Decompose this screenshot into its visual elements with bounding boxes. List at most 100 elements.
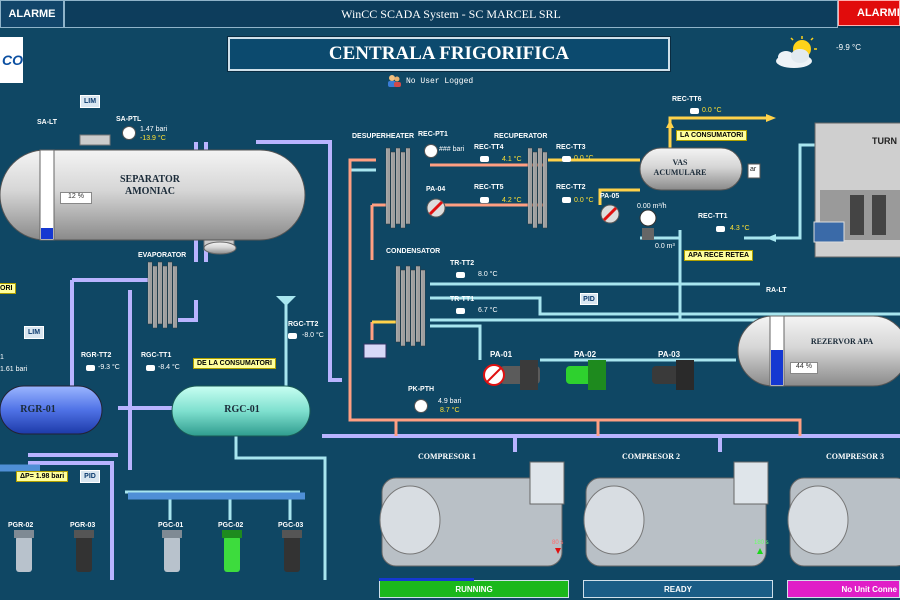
rgr-limit-button[interactable]: LIM — [24, 326, 44, 339]
temp-sensor-icon — [716, 226, 725, 232]
temp-sensor-icon — [288, 333, 297, 339]
separator-temperature: -13.9 °C — [140, 135, 166, 142]
temp-sensor-icon — [480, 197, 489, 203]
tr-tt2-label: TR-TT2 — [450, 260, 475, 267]
alarm-button-right[interactable]: ALARME — [838, 0, 900, 26]
rec-tt5-label: REC-TT5 — [474, 184, 504, 191]
temp-sensor-icon — [690, 108, 699, 114]
rgr-title: RGR-01 — [20, 404, 56, 415]
rgc-tt2-value: -8.0 °C — [302, 332, 324, 339]
compressor-1-value: 80 s — [552, 540, 564, 546]
pump-pgc01-label: PGC-01 — [158, 522, 184, 529]
rec-pt1-value: ### bari — [439, 146, 465, 153]
pump-pgr02-label: PGR-02 — [8, 522, 34, 529]
outdoor-temperature: -9.9 °C — [836, 43, 861, 52]
tower-label: TURN — [872, 136, 897, 146]
flow-rate-value: 0.00 m³/h — [637, 203, 667, 210]
desuperheater-label: DESUPERHEATER — [352, 133, 415, 140]
rgr-delta-pressure: ΔP= 1.98 bari — [16, 471, 69, 482]
compressor-1-status[interactable]: RUNNING — [379, 580, 569, 598]
vas-side-label: ar — [750, 166, 757, 173]
tr-tt2-value: 8.0 °C — [478, 271, 498, 278]
separator-level-label: SA-LT — [37, 119, 58, 126]
separator-limit-button[interactable]: LIM — [80, 95, 100, 108]
pk-pth-pressure: 4.9 bari — [438, 398, 462, 405]
temp-sensor-icon — [456, 308, 465, 314]
compressor-2-status[interactable]: READY — [583, 580, 773, 598]
compressor-1-progress — [379, 578, 474, 581]
pump-pgc03-label: PGC-03 — [278, 522, 304, 529]
rec-tt1-label: REC-TT1 — [698, 213, 728, 220]
rgc-title: RGC-01 — [224, 404, 260, 415]
pressure-gauge-icon — [122, 126, 136, 140]
user-status-text: No User Logged — [406, 76, 474, 86]
temp-sensor-icon — [480, 156, 489, 162]
rgc-tt1-label: RGC-TT1 — [141, 352, 172, 359]
left-consumers-tag: ORI — [0, 283, 17, 294]
pump-pa01-label: PA-01 — [490, 350, 513, 359]
to-consumers-tag: LA CONSUMATORI — [676, 130, 748, 141]
rgr-pid-button[interactable]: PID — [80, 470, 100, 483]
system-title: WinCC SCADA System - SC MARCEL SRL — [64, 0, 838, 28]
compressor-3-label: COMPRESOR 3 — [826, 452, 884, 461]
compressor-1-label: COMPRESOR 1 — [418, 452, 476, 461]
pk-pth-gauge-icon — [414, 399, 428, 413]
rec-tt2-label: REC-TT2 — [556, 184, 586, 191]
page-title: CENTRALA FRIGORIFICA — [227, 36, 671, 72]
temp-sensor-icon — [456, 272, 465, 278]
rec-tt4-label: REC-TT4 — [474, 144, 504, 151]
rgr-tt2-value: -9.3 °C — [98, 364, 120, 371]
rgc-tt2-label: RGC-TT2 — [288, 321, 319, 328]
rec-pt1-gauge-icon — [424, 144, 438, 158]
tr-tt1-label: TR-TT1 — [450, 296, 475, 303]
tr-tt1-value: 6.7 °C — [478, 307, 498, 314]
user-icon — [388, 75, 401, 87]
condenser-pid-button[interactable]: PID — [580, 293, 598, 305]
evaporator-label: EVAPORATOR — [138, 252, 187, 259]
water-tank-level-value: 44 % — [790, 362, 818, 374]
pk-pth-temperature: 8.7 °C — [440, 407, 460, 414]
rgr-side-label: 1 — [0, 354, 4, 361]
compressor-2-value: 180 s — [754, 540, 769, 546]
pump-pa02-label: PA-02 — [574, 350, 597, 359]
rgc-tt1-value: -8.4 °C — [158, 364, 180, 371]
rec-tt3-value: 0.0 °C — [574, 155, 594, 162]
rec-tt4-value: 4.1 °C — [502, 156, 522, 163]
weather-icon — [776, 36, 817, 68]
separator-level-value: 12 % — [60, 192, 92, 204]
condenser-label: CONDENSATOR — [386, 248, 441, 255]
pa04-label: PA-04 — [426, 186, 446, 193]
temp-sensor-icon — [562, 156, 571, 162]
rec-tt3-label: REC-TT3 — [556, 144, 586, 151]
rgr-tt2-label: RGR-TT2 — [81, 352, 112, 359]
rec-tt6-label: REC-TT6 — [672, 96, 702, 103]
pk-pth-label: PK-PTH — [408, 386, 435, 393]
compressor-2-label: COMPRESOR 2 — [622, 452, 680, 461]
company-logo: CO — [0, 37, 23, 83]
pump-pgr03-label: PGR-03 — [70, 522, 96, 529]
temp-sensor-icon — [86, 365, 95, 371]
compressor-3-status[interactable]: No Unit Conne — [787, 580, 900, 598]
pa05-label: PA-05 — [600, 193, 620, 200]
separator-ptl-label: SA-PTL — [116, 116, 142, 123]
flow-total-value: 0.0 m³ — [655, 243, 675, 250]
pump-pgc02-label: PGC-02 — [218, 522, 244, 529]
rec-tt1-value: 4.3 °C — [730, 225, 750, 232]
rec-tt6-value: 0.0 °C — [702, 107, 722, 114]
alarm-button-left[interactable]: ALARME — [0, 0, 64, 28]
cold-water-tag: APA RECE RETEA — [684, 250, 754, 261]
rec-pt1-label: REC-PT1 — [418, 131, 448, 138]
rgc-from-consumers-tag: DE LA CONSUMATORI — [193, 358, 276, 369]
rgr-pressure: 1.61 bari — [0, 366, 28, 373]
temp-sensor-icon — [146, 365, 155, 371]
rec-tt5-value: 4.2 °C — [502, 197, 522, 204]
separator-pressure: 1.47 bari — [140, 126, 168, 133]
recuperator-label: RECUPERATOR — [494, 133, 548, 140]
pump-pa03-label: PA-03 — [658, 350, 681, 359]
user-status[interactable]: No User Logged — [386, 74, 473, 88]
water-tank-title: REZERVOR APA — [810, 337, 874, 346]
rec-tt2-value: 0.0 °C — [574, 197, 594, 204]
